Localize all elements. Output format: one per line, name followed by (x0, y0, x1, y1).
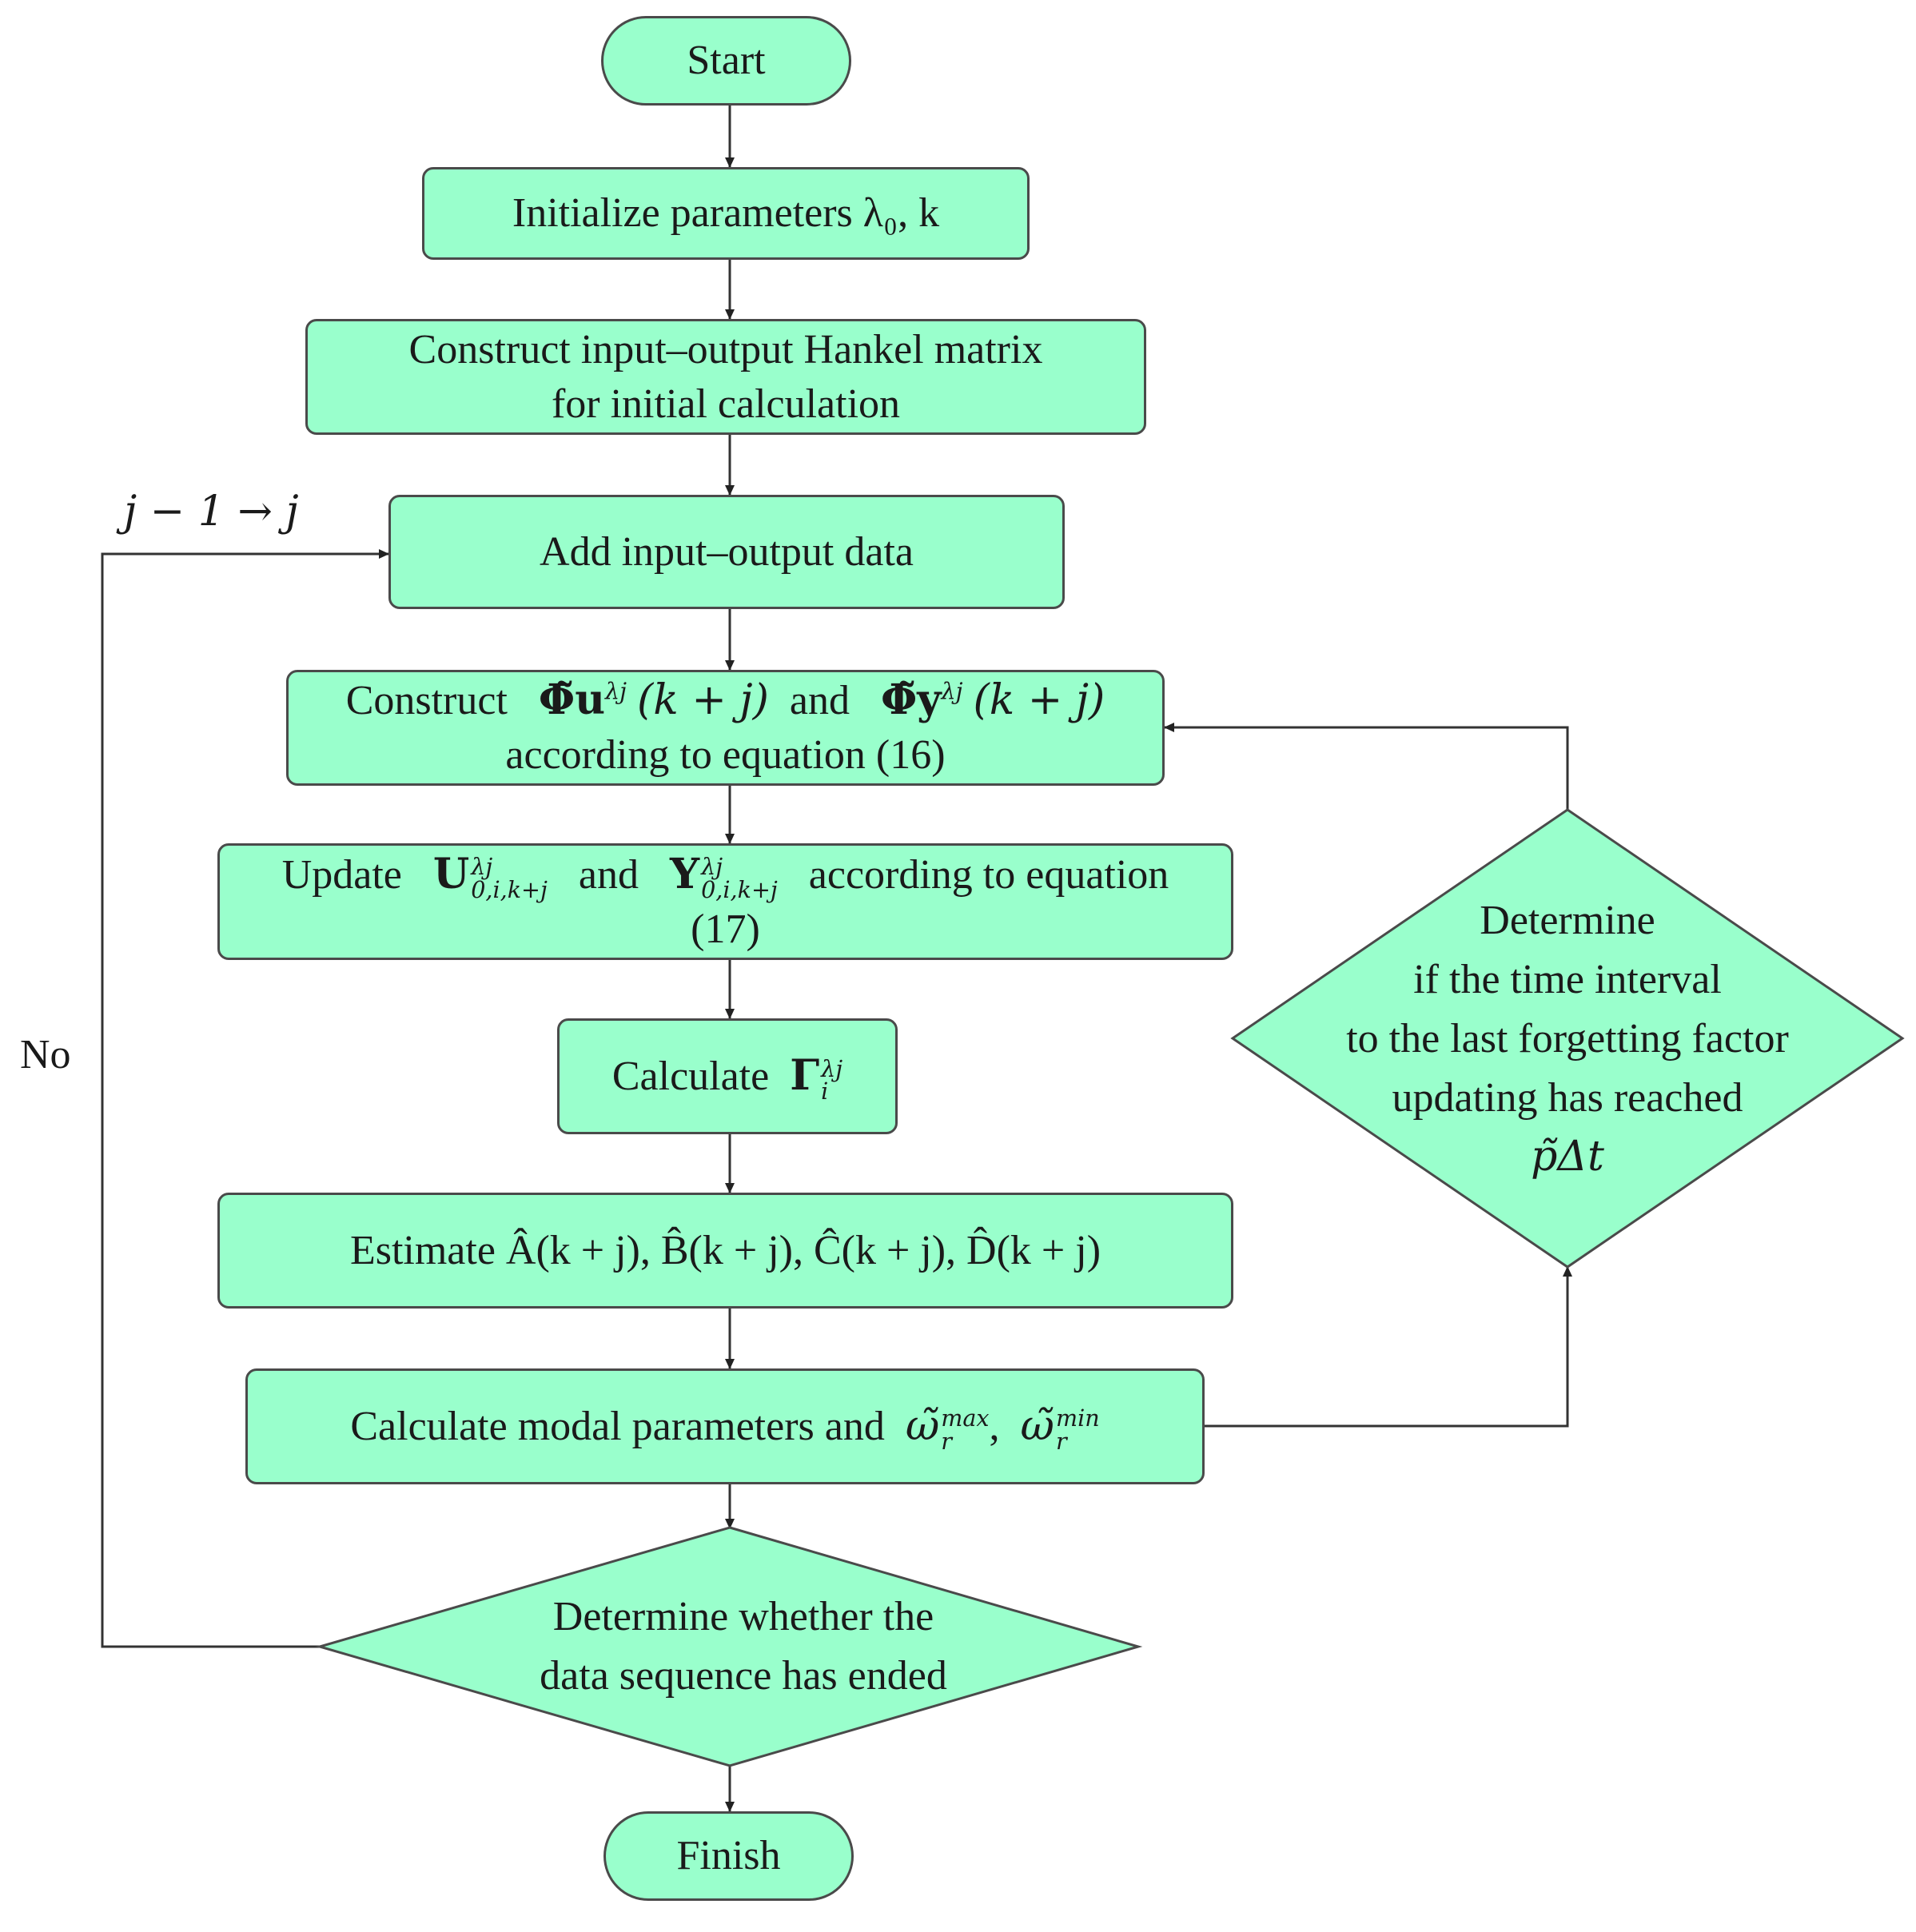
u-superscript: λj (471, 853, 493, 881)
init-label: Initialize parameters λ₀, k (512, 190, 940, 237)
start-node: Start (601, 16, 851, 106)
phi-u-symbol: Φ̃u (538, 675, 606, 725)
u-symbol: U (432, 849, 470, 898)
calc-modal-prefix: Calculate modal parameters and (350, 1403, 885, 1449)
omega-min-subscript: r (1055, 1427, 1067, 1455)
decision-time-line-4: updating has reached (1392, 1074, 1743, 1121)
decision-end-line-1: Determine whether the (552, 1594, 934, 1640)
update-and: and (578, 851, 639, 898)
gamma-symbol: Γ (790, 1051, 820, 1101)
phi-y-superscript: λj (941, 678, 963, 706)
omega-min-symbol: ω̃ (1020, 1401, 1054, 1450)
u-subscript: 0,i,k+j (471, 875, 548, 903)
y-symbol: Y (669, 849, 700, 898)
omega-max-superscript: max (941, 1404, 990, 1432)
arrow-modal-to-time-decision (1205, 1266, 1572, 1428)
loop-no-back-to-add (101, 549, 389, 1648)
calc-gamma-prefix: Calculate (611, 1054, 770, 1100)
no-label: No (20, 1032, 71, 1078)
phi-y-symbol: Φ̃y (880, 675, 942, 725)
phi-u-superscript: λj (605, 678, 627, 706)
construct-phi-node: Construct Φ̃uλj (k + j) and Φ̃yλj (k + j… (286, 670, 1165, 786)
estimate-label: Estimate Â(k + j), B̂(k + j), Ĉ(k + j), … (349, 1227, 1101, 1273)
update-suffix: according to equation (808, 851, 1169, 898)
decision-time-line-5: p̃Δt (1531, 1132, 1604, 1181)
decision-time-diamond (1230, 808, 1905, 1269)
decision-time-line-2: if the time interval (1413, 957, 1722, 1003)
omega-separator: , (989, 1403, 1000, 1449)
decision-time-line-3: to the last forgetting factor (1346, 1016, 1789, 1062)
decision-time-line-1: Determine (1480, 898, 1655, 944)
decision-end-text: Determine whether the data sequence has … (448, 1567, 1039, 1727)
phi-y-argument: (k + j) (973, 676, 1105, 725)
hankel-line-2: for initial calculation (551, 380, 901, 427)
start-label: Start (687, 38, 766, 84)
gamma-superscript: λj (821, 1054, 843, 1082)
finish-label: Finish (676, 1833, 781, 1879)
gamma-subscript: i (821, 1078, 829, 1105)
init-node: Initialize parameters λ₀, k (422, 167, 1030, 260)
loop-label: j − 1 → j (124, 488, 299, 536)
y-subscript: 0,i,k+j (701, 875, 778, 903)
decision-time-text: Determine if the time interval to the la… (1279, 887, 1856, 1191)
omega-min-superscript: min (1055, 1404, 1100, 1432)
update-line-2: (17) (691, 906, 760, 952)
update-prefix: Update (281, 851, 402, 898)
omega-max-symbol: ω̃ (905, 1401, 940, 1450)
construct-phi-prefix: Construct (345, 678, 508, 724)
construct-phi-line-2: according to equation (16) (505, 732, 946, 778)
omega-max-subscript: r (941, 1427, 952, 1455)
construct-phi-and: and (789, 678, 850, 724)
finish-node: Finish (603, 1811, 854, 1901)
add-data-label: Add input–output data (540, 528, 914, 575)
hankel-line-1: Construct input–output Hankel matrix (408, 326, 1043, 372)
arrow-time-decision-to-phi (1164, 723, 1569, 810)
y-superscript: λj (701, 853, 723, 881)
decision-end-diamond (315, 1526, 1143, 1767)
hankel-node: Construct input–output Hankel matrix for… (305, 319, 1146, 435)
construct-phi-line-1: Construct Φ̃uλj (k + j) and Φ̃yλj (k + j… (346, 673, 1105, 728)
decision-end-line-2: data sequence has ended (540, 1653, 947, 1699)
add-data-node: Add input–output data (388, 495, 1065, 609)
estimate-node: Estimate Â(k + j), B̂(k + j), Ĉ(k + j), … (217, 1193, 1233, 1309)
phi-u-argument: (k + j) (637, 676, 769, 725)
